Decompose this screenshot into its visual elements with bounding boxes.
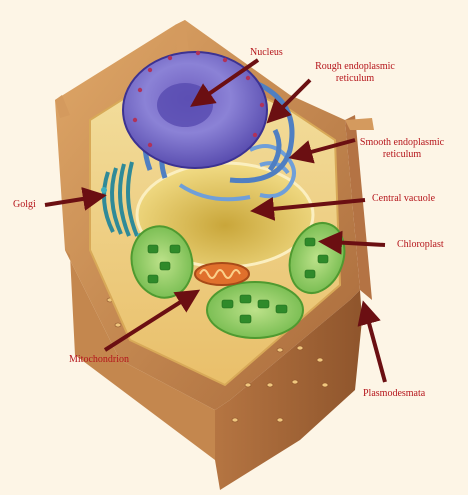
central-vacuole-arrow — [250, 196, 366, 221]
label-nucleus: Nucleus — [250, 47, 283, 58]
chloroplast-arrow — [318, 230, 386, 255]
label-golgi: Golgi — [13, 199, 36, 210]
plasmodesmata-arrow — [357, 300, 387, 383]
label-central-vacuole: Central vacuole — [372, 193, 436, 204]
label-chloroplast: Chloroplast — [397, 239, 444, 250]
rough-er-arrow — [266, 78, 312, 124]
label-mitochondrion: Mitochondrion — [69, 354, 129, 365]
label-rough-er-line1: Rough endoplasmic — [315, 61, 395, 72]
mitochondrion-arrow — [103, 289, 201, 352]
golgi-arrow — [44, 187, 107, 211]
label-arrows — [44, 58, 387, 383]
label-plasmodesmata: Plasmodesmata — [363, 388, 426, 399]
label-smooth-er-line2: reticulum — [382, 149, 422, 160]
label-rough-er-line2: reticulum — [335, 73, 375, 84]
label-rough-er: Rough endoplasmic reticulum — [310, 61, 400, 85]
label-smooth-er-line1: Smooth endoplasmic — [359, 137, 445, 148]
nucleus-arrow — [190, 58, 260, 107]
label-smooth-er: Smooth endoplasmic reticulum — [352, 137, 452, 161]
smooth-er-arrow — [288, 138, 356, 164]
mitochondrion — [194, 262, 250, 286]
